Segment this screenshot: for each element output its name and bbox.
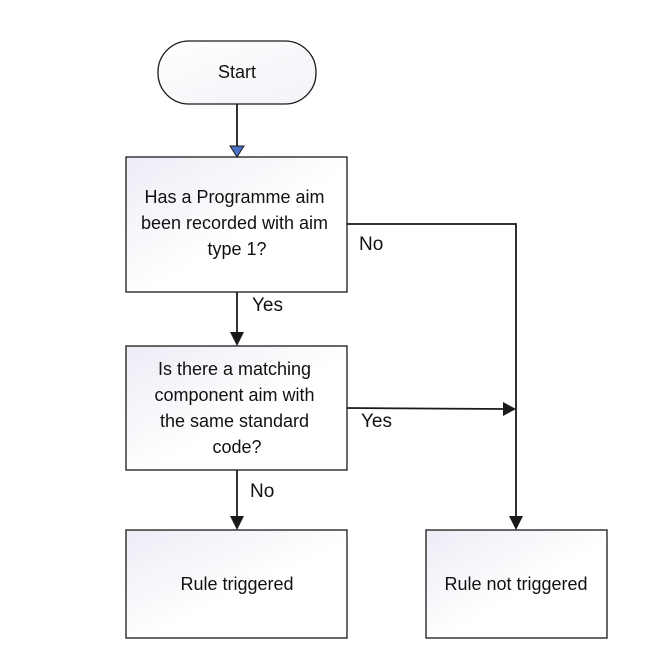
decision2-line: the same standard	[160, 411, 309, 431]
decision1-line: Has a Programme aim	[144, 187, 324, 207]
decision-node-programme-aim: Has a Programme aim been recorded with a…	[125, 156, 348, 293]
arrow-decision2-yes	[346, 402, 516, 416]
decision1-line: been recorded with aim	[141, 213, 328, 233]
arrowhead-icon	[509, 516, 523, 530]
arrow-decision1-no	[347, 223, 523, 530]
rule-not-triggered-node: Rule not triggered	[425, 529, 608, 639]
rule-not-triggered-label: Rule not triggered	[444, 574, 587, 594]
start-label: Start	[218, 62, 256, 82]
arrow-decision2-no	[230, 470, 244, 530]
edge-label-d1-yes: Yes	[252, 295, 283, 316]
start-node: Start	[157, 40, 317, 105]
decision-node-component-aim: Is there a matching component aim with t…	[125, 345, 348, 471]
decision2-line: Is there a matching	[158, 359, 311, 379]
rule-triggered-label: Rule triggered	[180, 574, 293, 594]
edge-label-d2-yes: Yes	[361, 411, 392, 432]
decision2-line: component aim with	[154, 385, 314, 405]
edge-label-d2-no: No	[250, 481, 274, 502]
edge-label-d1-no: No	[359, 234, 383, 255]
rule-triggered-node: Rule triggered	[125, 529, 348, 639]
decision1-line: type 1?	[207, 239, 266, 259]
arrowhead-icon	[229, 145, 245, 158]
decision2-line: code?	[212, 437, 261, 457]
arrow-decision1-yes	[230, 292, 244, 346]
decision1-text: Has a Programme aim been recorded with a…	[141, 187, 333, 259]
arrowhead-icon	[503, 402, 516, 416]
arrow-start-to-decision1	[229, 104, 245, 158]
arrowhead-icon	[230, 332, 244, 346]
decision2-text: Is there a matching component aim with t…	[154, 359, 319, 457]
arrowhead-icon	[230, 516, 244, 530]
